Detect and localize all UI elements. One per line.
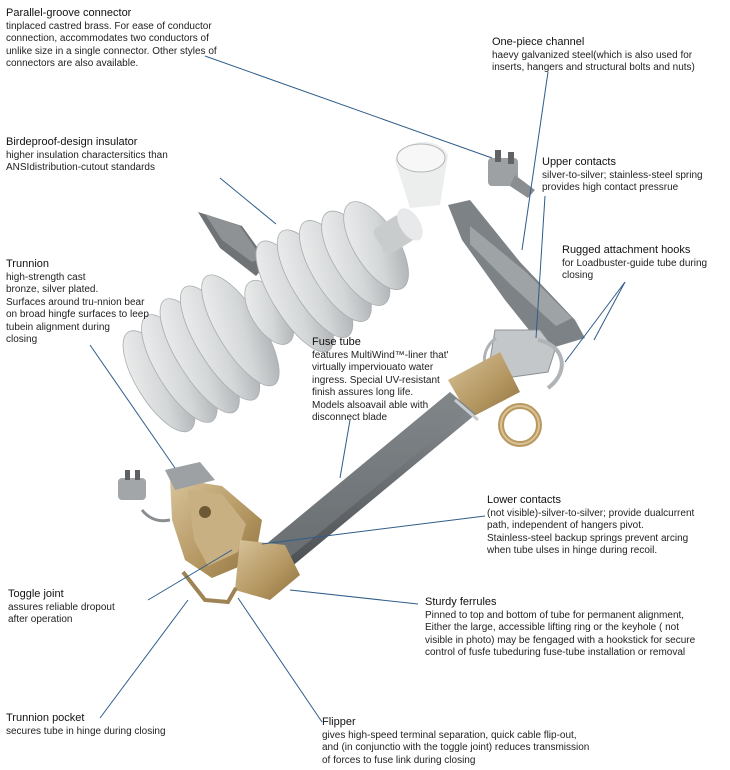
fuse-tube-body bbox=[264, 392, 479, 568]
callout-title: Trunnion pocket bbox=[6, 712, 85, 724]
callout-description: for Loadbuster-guide tube during closing bbox=[562, 257, 708, 282]
callout-description: higher insulation charactersitics than A… bbox=[6, 149, 168, 174]
one-piece-channel bbox=[448, 200, 585, 350]
insulator bbox=[122, 201, 423, 433]
lower-hinge bbox=[165, 462, 300, 605]
callout-sturdy-ferrules: Sturdy ferrules Pinned to top and bottom… bbox=[425, 596, 695, 660]
callout-trunnion-pocket: Trunnion pocket secures tube in hinge du… bbox=[6, 712, 166, 738]
upper-ferrule bbox=[448, 352, 542, 447]
callout-title: Flipper bbox=[322, 716, 356, 728]
leader-parallel-groove bbox=[204, 55, 493, 159]
callout-flipper: Flipper gives high-speed terminal separa… bbox=[322, 716, 589, 767]
callout-description: Pinned to top and bottom of tube for per… bbox=[425, 609, 696, 659]
callout-title: Lower contacts bbox=[487, 494, 561, 506]
leader-trunnion-pocket bbox=[99, 599, 189, 719]
callout-one-piece-channel: One-piece channel haevy galvanized steel… bbox=[492, 36, 695, 75]
callout-fuse-tube: Fuse tube features MultiWind™-liner that… bbox=[312, 336, 448, 425]
callout-birdproof-insulator: Birdeproof-design insulator higher insul… bbox=[6, 136, 168, 175]
callout-lower-contacts: Lower contacts (not visible)-silver-to-s… bbox=[487, 494, 694, 558]
callout-description: haevy galvanized steel(which is also use… bbox=[492, 49, 695, 74]
leader-rugged-hooks-1 bbox=[564, 281, 626, 363]
callout-upper-contacts: Upper contacts silver-to-silver; stainle… bbox=[542, 156, 703, 195]
leader-flipper bbox=[237, 597, 323, 723]
callout-rugged-attachment-hooks: Rugged attachment hooks for Loadbuster-g… bbox=[562, 244, 707, 283]
leader-toggle-joint bbox=[147, 549, 233, 601]
mounting-bracket bbox=[198, 212, 268, 276]
callout-title: Sturdy ferrules bbox=[425, 596, 497, 608]
callout-trunnion: Trunnion high-strength cast bronze, silv… bbox=[6, 258, 149, 347]
callout-title: Toggle joint bbox=[8, 588, 64, 600]
callout-title: Trunnion bbox=[6, 258, 50, 270]
callout-description: features MultiWind™-liner that' virtuall… bbox=[312, 349, 449, 424]
leader-sturdy-ferrules bbox=[289, 589, 419, 605]
callout-description: secures tube in hinge during closing bbox=[6, 725, 166, 737]
callout-title: One-piece channel bbox=[492, 36, 585, 48]
leader-rugged-hooks-2 bbox=[593, 281, 626, 341]
leader-upper-contacts bbox=[535, 195, 546, 339]
callout-description: gives high-speed terminal separation, qu… bbox=[322, 729, 590, 766]
callout-description: high-strength cast bronze, silver plated… bbox=[6, 271, 149, 346]
callout-title: Upper contacts bbox=[542, 156, 616, 168]
leader-lines bbox=[89, 55, 626, 723]
leader-fuse-tube bbox=[339, 419, 351, 479]
callout-description: tinplaced castred brass. For ease of con… bbox=[6, 20, 217, 70]
callout-title: Fuse tube bbox=[312, 336, 361, 348]
callout-description: silver-to-silver; stainless-steel spring… bbox=[542, 169, 703, 194]
leader-lower-contacts bbox=[261, 515, 486, 545]
callout-title: Parallel-groove connector bbox=[6, 7, 132, 19]
insulator-cap bbox=[395, 142, 448, 208]
leader-one-piece-channel bbox=[521, 71, 549, 251]
leader-birdproof bbox=[219, 177, 277, 225]
callout-parallel-groove-connector: Parallel-groove connector tinplaced cast… bbox=[6, 7, 217, 71]
callout-toggle-joint: Toggle joint assures reliable dropout af… bbox=[8, 588, 115, 627]
leader-trunnion bbox=[89, 344, 176, 469]
lower-connector bbox=[118, 470, 171, 523]
top-connector bbox=[488, 150, 535, 198]
callout-description: (not visible)-silver-to-silver; provide … bbox=[487, 507, 695, 557]
callout-description: assures reliable dropout after operation bbox=[8, 601, 115, 626]
callout-title: Rugged attachment hooks bbox=[562, 244, 691, 256]
callout-title: Birdeproof-design insulator bbox=[6, 136, 138, 148]
